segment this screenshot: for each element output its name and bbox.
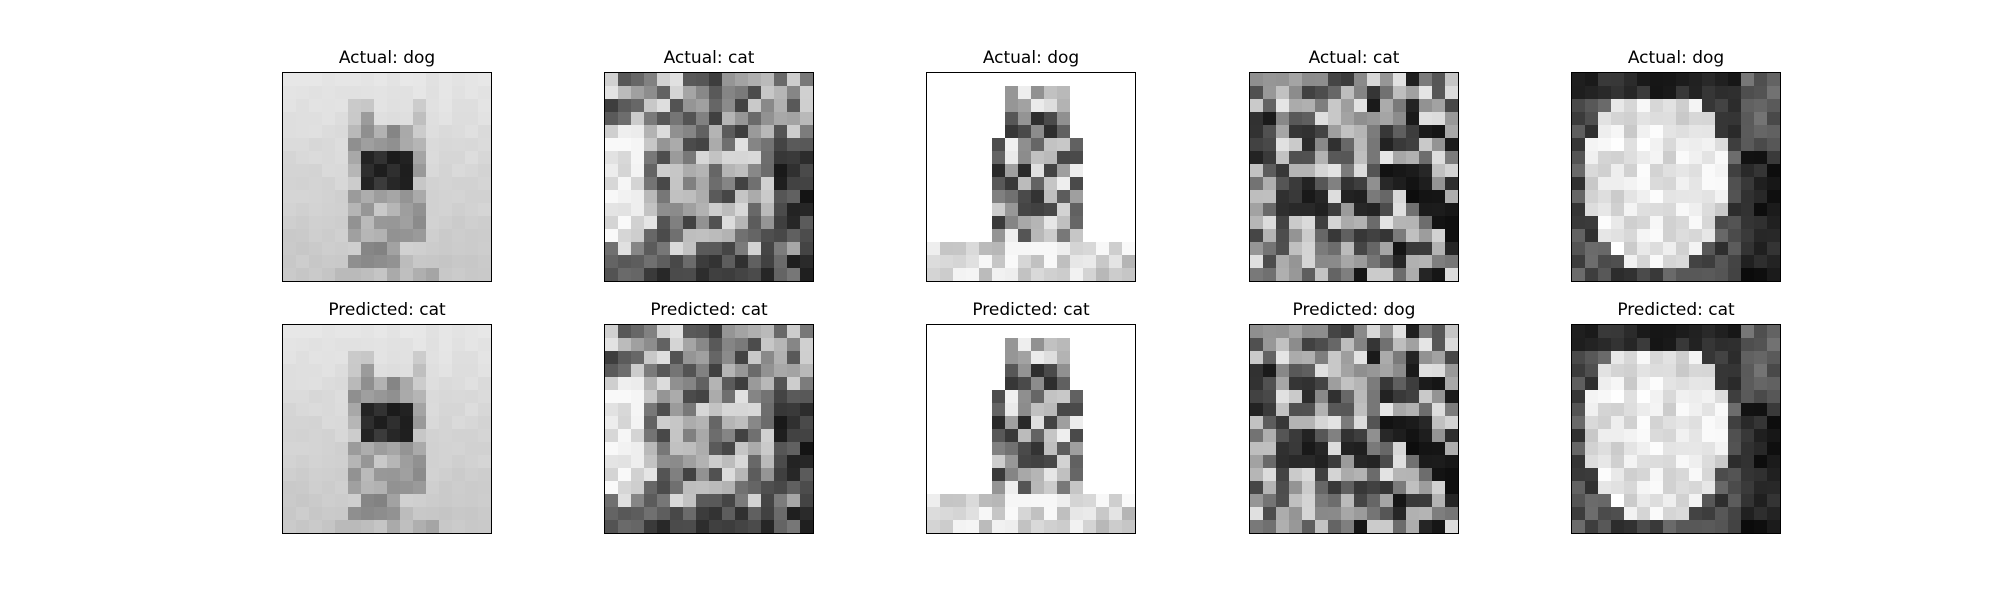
pixel-grid bbox=[605, 325, 813, 533]
subplot-actual-2: Actual: cat bbox=[604, 48, 814, 288]
subplot-predicted-4: Predicted: dog bbox=[1249, 300, 1459, 540]
thumbnail-image bbox=[926, 72, 1136, 282]
subplot-title: Predicted: cat bbox=[972, 300, 1090, 320]
subplot-predicted-3: Predicted: cat bbox=[926, 300, 1136, 540]
subplot-title: Actual: cat bbox=[663, 48, 755, 68]
pixel-grid bbox=[1572, 73, 1780, 281]
pixel-grid bbox=[927, 73, 1135, 281]
subplot-predicted-2: Predicted: cat bbox=[604, 300, 814, 540]
subplot-title: Actual: dog bbox=[982, 48, 1080, 68]
subplot-title: Actual: cat bbox=[1308, 48, 1400, 68]
thumbnail-image bbox=[604, 324, 814, 534]
pixel-grid bbox=[1572, 325, 1780, 533]
subplot-actual-3: Actual: dog bbox=[926, 48, 1136, 288]
thumbnail-image bbox=[1571, 324, 1781, 534]
subplot-predicted-5: Predicted: cat bbox=[1571, 300, 1781, 540]
subplot-title: Actual: dog bbox=[1627, 48, 1725, 68]
thumbnail-image bbox=[282, 72, 492, 282]
pixel-grid bbox=[927, 325, 1135, 533]
thumbnail-image bbox=[1249, 324, 1459, 534]
pixel-grid bbox=[1250, 73, 1458, 281]
thumbnail-image bbox=[926, 324, 1136, 534]
subplot-actual-1: Actual: dog bbox=[282, 48, 492, 288]
thumbnail-image bbox=[282, 324, 492, 534]
subplot-actual-5: Actual: dog bbox=[1571, 48, 1781, 288]
subplot-title: Predicted: cat bbox=[328, 300, 446, 320]
subplot-title: Predicted: cat bbox=[1617, 300, 1735, 320]
pixel-grid bbox=[283, 73, 491, 281]
subplot-title: Predicted: cat bbox=[650, 300, 768, 320]
subplot-predicted-1: Predicted: cat bbox=[282, 300, 492, 540]
thumbnail-image bbox=[604, 72, 814, 282]
pixel-grid bbox=[605, 73, 813, 281]
pixel-grid bbox=[283, 325, 491, 533]
thumbnail-image bbox=[1249, 72, 1459, 282]
thumbnail-image bbox=[1571, 72, 1781, 282]
subplot-title: Predicted: dog bbox=[1292, 300, 1416, 320]
subplot-title: Actual: dog bbox=[338, 48, 436, 68]
pixel-grid bbox=[1250, 325, 1458, 533]
subplot-actual-4: Actual: cat bbox=[1249, 48, 1459, 288]
